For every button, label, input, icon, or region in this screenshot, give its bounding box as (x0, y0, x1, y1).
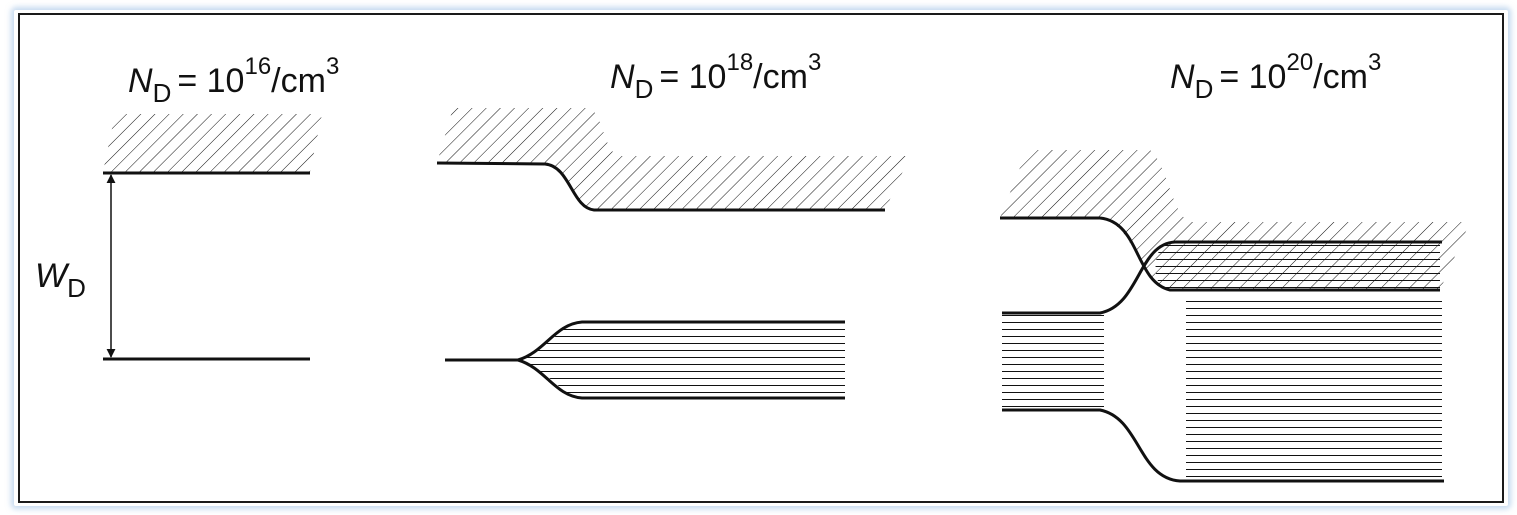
panel-2: ND= 1018/cm3 (436, 49, 910, 400)
panel-1: ND= 1016/cm3 WD (35, 53, 339, 361)
panel-1-label: ND= 1016/cm3 (128, 53, 339, 108)
panel-2-impurity-band-fill (520, 322, 845, 398)
panel-1-conduction-band-hatch (103, 114, 322, 172)
panel-2-conduction-band-hatch (437, 108, 910, 210)
panel-2-conduction-band-edge (436, 161, 885, 212)
panel-3-impurity-band-left-fill (1002, 314, 1104, 410)
panel-3-conduction-band-edge (1000, 216, 1440, 292)
panel-3-impurity-band-lower-edge (1002, 408, 1444, 483)
panel-2-impurity-band-edge (445, 320, 845, 400)
panel-2-label: ND= 1018/cm3 (610, 49, 821, 104)
panel-3: ND= 1020/cm3 (1000, 49, 1470, 483)
panel-3-impurity-band-upper-edge (1002, 240, 1442, 315)
wd-label: WD (35, 257, 86, 303)
panel-3-impurity-band-right-fill (1186, 298, 1442, 478)
panel-3-impurity-band-overlap-fill (1155, 242, 1440, 290)
panel-3-label: ND= 1020/cm3 (1170, 49, 1381, 104)
